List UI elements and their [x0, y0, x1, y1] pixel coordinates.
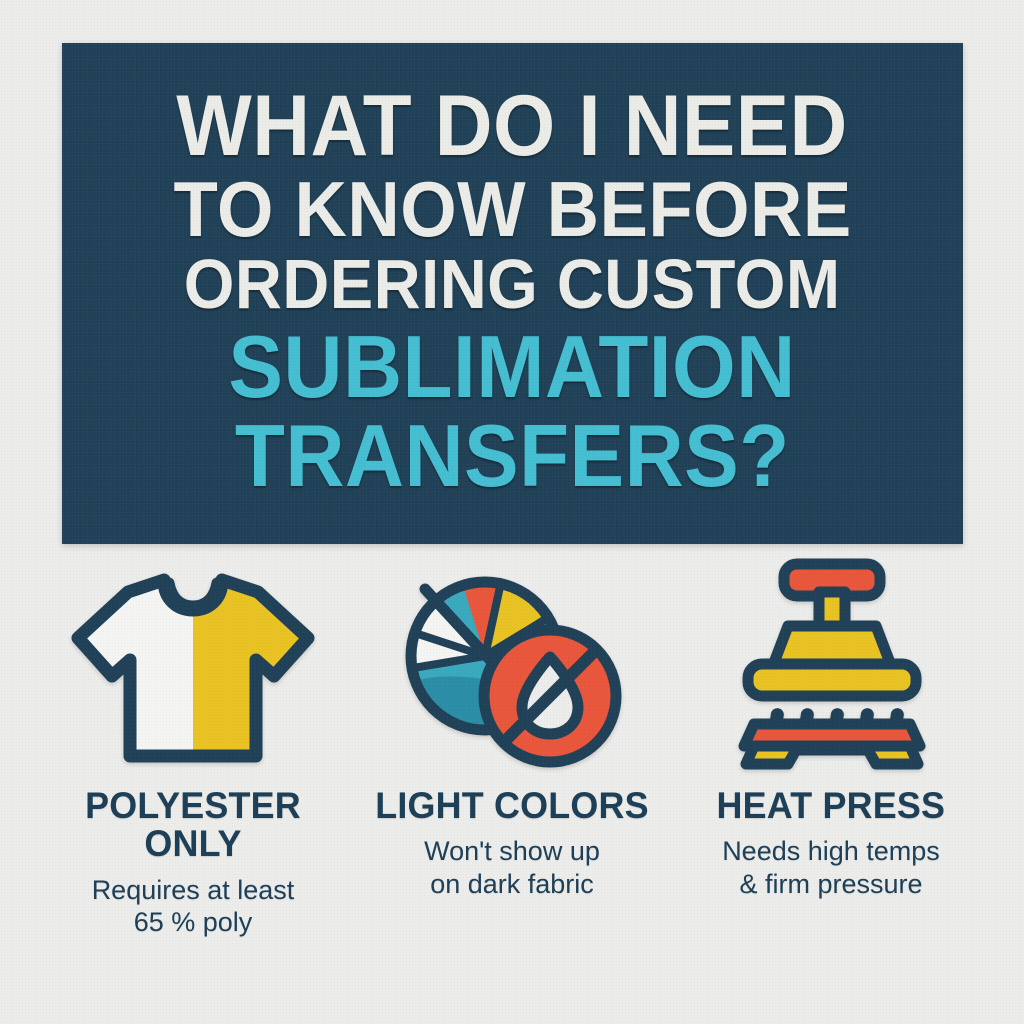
- feature-sub-line1: Won't show up: [424, 836, 600, 867]
- feature-subtitle: Won't show up on dark fabric: [424, 835, 600, 900]
- headline-panel: WHAT DO I NEED TO KNOW BEFORE ORDERING C…: [62, 43, 963, 544]
- headline-line-5: TRANSFERS?: [235, 406, 790, 506]
- feature-title: LIGHT COLORS: [375, 785, 649, 826]
- feature-heat-press: HEAT PRESS Needs high temps & firm press…: [672, 556, 990, 939]
- headline-line-4: SUBLIMATION: [228, 317, 797, 417]
- headline-line-2: TO KNOW BEFORE: [173, 164, 852, 253]
- tshirt-icon: [68, 556, 318, 771]
- headline-line-1: WHAT DO I NEED: [176, 77, 849, 174]
- feature-sub-line2: on dark fabric: [430, 868, 594, 899]
- feature-title-line1: HEAT PRESS: [716, 785, 946, 826]
- feature-light-colors: LIGHT COLORS Won't show up on dark fabri…: [353, 556, 671, 939]
- feature-polyester-only: POLYESTER ONLY Requires at least 65 % po…: [34, 556, 352, 939]
- feature-title-line2: ONLY: [144, 823, 242, 865]
- headline-line-3: ORDERING CUSTOM: [184, 244, 841, 323]
- feature-subtitle: Requires at least 65 % poly: [92, 874, 295, 939]
- heat-press-icon: [706, 556, 956, 771]
- beach-ball-no-water-icon: [387, 556, 637, 771]
- feature-sub-line1: Needs high temps: [722, 836, 940, 867]
- feature-row: POLYESTER ONLY Requires at least 65 % po…: [0, 556, 1024, 939]
- feature-subtitle: Needs high temps & firm pressure: [722, 835, 940, 900]
- feature-title: POLYESTER ONLY: [39, 785, 347, 865]
- feature-title-line2: COLORS: [494, 785, 649, 826]
- feature-sub-line2: & firm pressure: [739, 868, 923, 899]
- feature-sub-line1: Requires at least: [91, 874, 295, 905]
- feature-title-line1: POLYESTER: [85, 785, 301, 826]
- feature-title-line1: LIGHT: [375, 785, 484, 826]
- feature-title: HEAT PRESS: [716, 785, 946, 826]
- feature-sub-line2: 65 % poly: [133, 907, 253, 938]
